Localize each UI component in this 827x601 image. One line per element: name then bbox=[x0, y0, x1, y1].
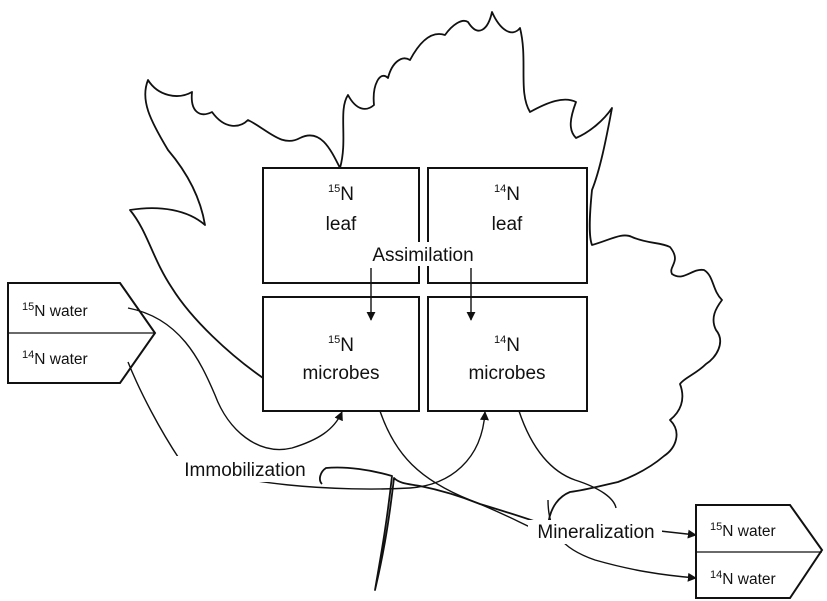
n14-microbes-isotope: 14 bbox=[494, 334, 506, 346]
n15-leaf-isotope: 15 bbox=[328, 183, 340, 195]
n15-microbes-element: N bbox=[340, 335, 354, 356]
output-15n-water-label: 15N water bbox=[710, 521, 776, 540]
n15-microbes-isotope: 15 bbox=[328, 334, 340, 346]
maple-leaf-outline bbox=[129, 11, 723, 591]
n14-microbes-label: microbes bbox=[468, 363, 545, 384]
immobilization-label-bg bbox=[174, 456, 316, 482]
n15-leaf-title: 15N bbox=[328, 183, 354, 205]
n14-microbes-box bbox=[427, 296, 588, 412]
mineralization-label-bg bbox=[528, 520, 662, 544]
input-15n-text: N water bbox=[34, 303, 87, 320]
assimilation-label-bg bbox=[366, 242, 480, 266]
mineralization-flow-from-14n-microbes bbox=[518, 410, 617, 509]
n14-leaf-element: N bbox=[506, 184, 520, 205]
immobilization-label: Immobilization bbox=[184, 460, 305, 481]
mineralization-flow-from-15n-microbes bbox=[379, 410, 531, 528]
immobilization-arrow-15n bbox=[127, 307, 343, 451]
assimilation-label: Assimilation bbox=[372, 245, 473, 266]
input-15n-isotope: 15 bbox=[22, 301, 34, 313]
n14-leaf-label: leaf bbox=[492, 214, 523, 235]
immobilization-arrow-14n bbox=[127, 361, 489, 490]
n14-leaf-isotope: 14 bbox=[494, 183, 506, 195]
output-15n-isotope: 15 bbox=[710, 521, 722, 533]
output-14n-isotope: 14 bbox=[710, 569, 722, 581]
output-14n-text: N water bbox=[722, 571, 775, 588]
n15-leaf-element: N bbox=[340, 184, 354, 205]
n15-microbes-box bbox=[262, 296, 420, 412]
n14-leaf-title: 14N bbox=[494, 183, 520, 205]
n15-microbes-label: microbes bbox=[302, 363, 379, 384]
input-14n-water-label: 14N water bbox=[22, 349, 88, 368]
mineralization-arrow-15n bbox=[659, 529, 697, 539]
n14-microbes-title: 14N bbox=[494, 334, 520, 356]
input-14n-isotope: 14 bbox=[22, 349, 34, 361]
n15-leaf-label: leaf bbox=[326, 214, 357, 235]
input-14n-text: N water bbox=[34, 351, 87, 368]
mineralization-label: Mineralization bbox=[537, 522, 654, 543]
input-15n-water-label: 15N water bbox=[22, 301, 88, 320]
output-15n-text: N water bbox=[722, 523, 775, 540]
output-14n-water-label: 14N water bbox=[710, 569, 776, 588]
n14-microbes-element: N bbox=[506, 335, 520, 356]
n15-microbes-title: 15N bbox=[328, 334, 354, 356]
